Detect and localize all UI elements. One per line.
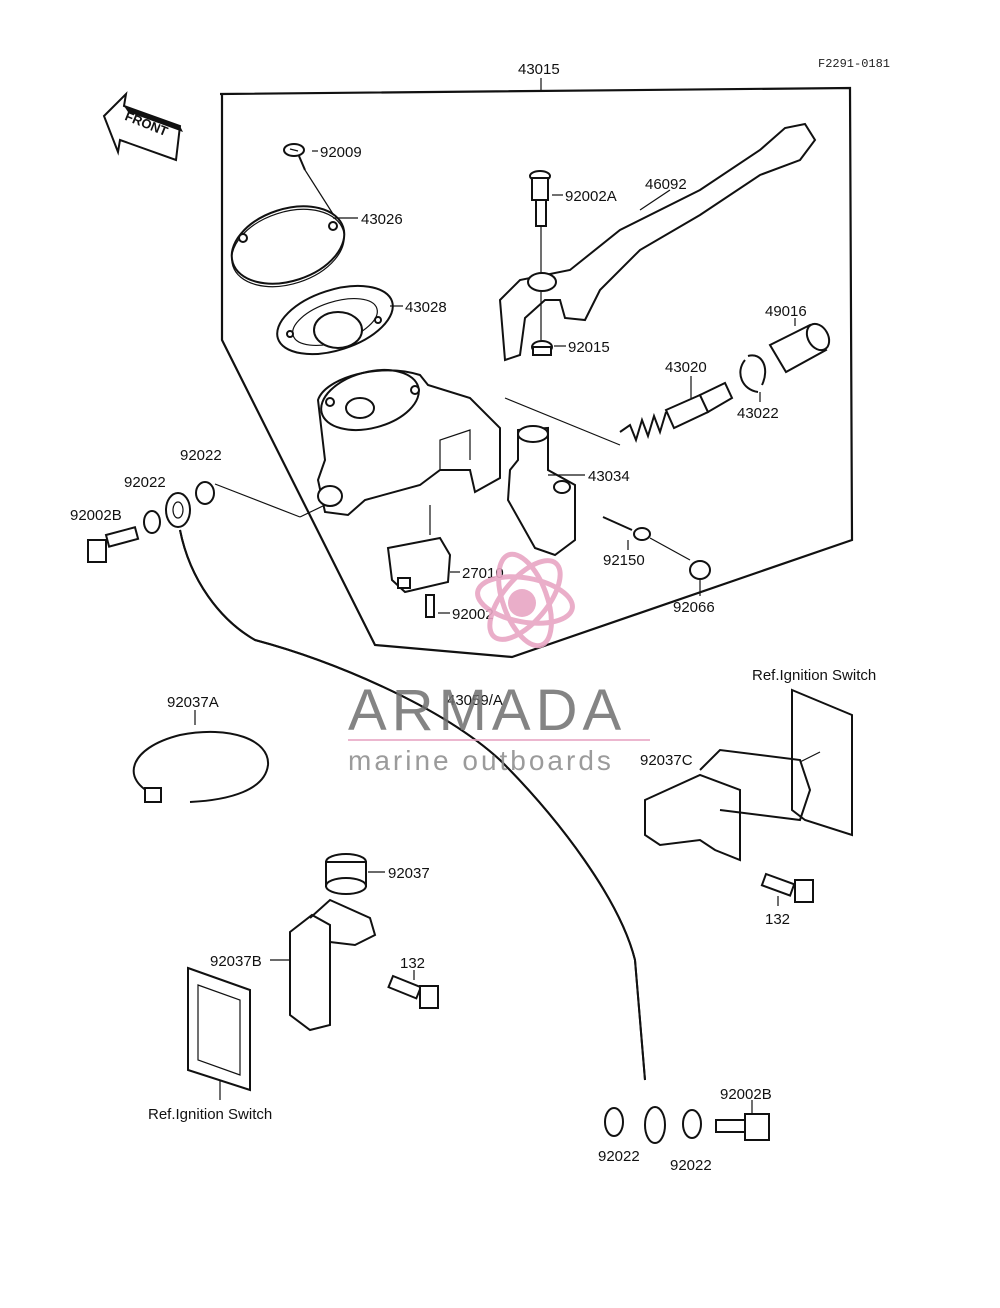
label-92002B-left: 92002B (70, 507, 122, 524)
diaphragm-43028 (276, 284, 403, 356)
pivot-bolt-92002A (529, 170, 563, 275)
brake-light-switch-27010 (386, 536, 460, 594)
label-92022-upper: 92022 (180, 447, 222, 464)
label-92022-bottom-left: 92022 (598, 1148, 640, 1165)
banjo-fitting-left (143, 481, 326, 534)
label-92150: 92150 (603, 552, 645, 569)
bolt-132-right (760, 872, 814, 906)
ignition-switch-bracket-right (644, 688, 853, 862)
bracket-92037B (270, 898, 377, 1032)
diagram-code: F2291-0181 (818, 57, 890, 71)
cap-92066 (689, 560, 711, 596)
banjo-bolt-92002B-left (87, 526, 140, 563)
label-92037B: 92037B (210, 953, 262, 970)
label-92022-lower: 92022 (124, 474, 166, 491)
screw-92002 (425, 594, 450, 618)
clamp-bolt-92150 (602, 516, 691, 561)
label-92037C: 92037C (640, 752, 693, 769)
master-cylinder-assembly-outline (219, 78, 854, 659)
nut-92015 (531, 340, 566, 356)
label-43020: 43020 (665, 359, 707, 376)
label-92002B-right: 92002B (720, 1086, 772, 1103)
label-132-right: 132 (765, 911, 790, 928)
label-92015: 92015 (568, 339, 610, 356)
master-cylinder-body (316, 369, 501, 535)
watermark-tagline: marine outboards (348, 745, 614, 776)
piston-kit-43020 (504, 376, 734, 446)
circlip-43022 (739, 354, 767, 402)
label-132-left: 132 (400, 955, 425, 972)
label-43026: 43026 (361, 211, 403, 228)
bolt-132-left (387, 970, 439, 1009)
ref-ignition-switch-bottom: Ref.Ignition Switch (148, 1106, 272, 1123)
label-92009: 92009 (320, 144, 362, 161)
reservoir-cap-43026 (230, 205, 358, 288)
label-43034: 43034 (588, 468, 630, 485)
label-92066: 92066 (673, 599, 715, 616)
brake-lever-46092 (498, 122, 817, 362)
banjo-bolt-92002B-right (715, 1100, 770, 1141)
band-92037A (132, 710, 270, 803)
label-92022-bottom-right: 92022 (670, 1157, 712, 1174)
label-43022: 43022 (737, 405, 779, 422)
watermark-brand: ARMADA (348, 678, 626, 743)
front-arrow-icon: FRONT (102, 91, 183, 162)
label-43059A: 43059/A (447, 692, 503, 709)
label-46092: 46092 (645, 176, 687, 193)
label-92002A: 92002A (565, 188, 617, 205)
brake-hose-43059A (179, 529, 702, 1144)
grommet-92037 (325, 853, 385, 895)
label-92037A: 92037A (167, 694, 219, 711)
label-49016: 49016 (765, 303, 807, 320)
label-43028: 43028 (405, 299, 447, 316)
ref-ignition-switch-top: Ref.Ignition Switch (752, 667, 876, 684)
dust-boot-49016 (768, 318, 831, 374)
label-92037: 92037 (388, 865, 430, 882)
ignition-switch-panel-left (187, 966, 251, 1100)
label-43015: 43015 (518, 61, 560, 78)
armada-propeller-logo (475, 551, 575, 649)
label-92002: 92002 (452, 606, 494, 623)
handlebar-clamp-43034 (506, 425, 585, 557)
